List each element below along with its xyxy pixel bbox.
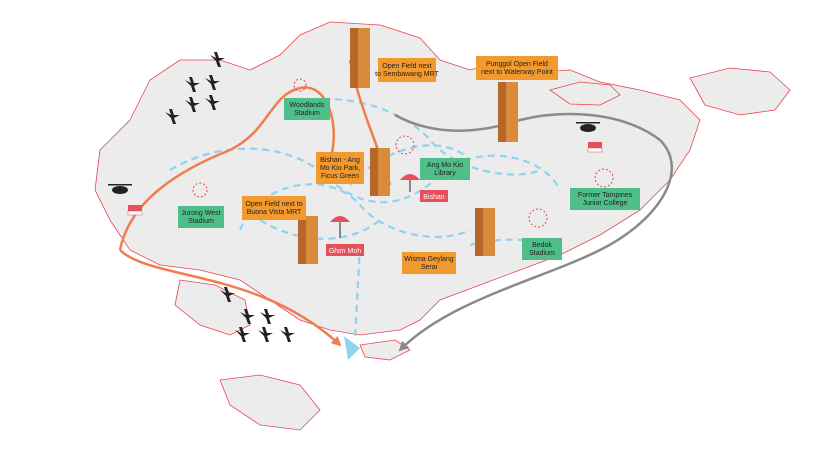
sentosa <box>359 339 411 361</box>
label-ghim-moh-text: Ghim Moh <box>329 248 361 255</box>
fighter-jet-icon <box>210 52 225 67</box>
label-line: Bedok <box>532 242 552 249</box>
firework-icon <box>192 182 208 198</box>
blue-arrow <box>344 336 360 360</box>
hdb-block-icon <box>498 82 518 142</box>
label-line: Ang Mo Kio <box>427 162 463 169</box>
label-line: to Sembawang MRT <box>375 71 439 78</box>
label-line: Open Field next to <box>245 201 302 208</box>
jet-formation-south <box>220 287 295 342</box>
label-line: Wisma Geylang <box>404 256 454 263</box>
grey-flight-path <box>394 112 673 352</box>
fighter-jet-icon <box>220 287 235 302</box>
parachutist-icon <box>330 216 350 238</box>
fighter-jet-icon <box>260 309 275 324</box>
fighter-jet-icon <box>240 309 255 324</box>
firework-icon <box>528 208 548 228</box>
jet-formation-north <box>165 52 225 124</box>
label-line: Open Field next <box>382 63 431 70</box>
flag-icon <box>127 205 143 216</box>
label-line: Ficus Green <box>321 173 359 180</box>
firework-icon <box>293 78 307 92</box>
fighter-jet-icon <box>258 327 273 342</box>
label-bishan: Bishan <box>420 190 448 202</box>
label-line: Stadium <box>529 250 555 257</box>
label-line: Junior College <box>583 200 628 207</box>
pulau-tekong <box>689 67 791 116</box>
label-line: Jurong West <box>181 210 220 217</box>
label-line: Serai <box>421 264 438 271</box>
fighter-jet-icon <box>165 109 180 124</box>
label-line: Bishan - Ang <box>320 157 360 164</box>
label-ghim-moh: Ghim Moh <box>326 244 364 256</box>
fighter-jet-icon <box>185 97 200 112</box>
fighter-jet-icon <box>205 95 220 110</box>
fighter-jet-icon <box>235 327 250 342</box>
fighter-jet-icon <box>205 75 220 90</box>
hdb-block-icon <box>298 216 318 264</box>
helicopter-icon <box>108 184 132 194</box>
fighter-jet-icon <box>280 327 295 342</box>
firework-icon <box>594 168 614 188</box>
label-line: Mo Kio Park, <box>320 165 360 172</box>
label-line: Punggol Open Field <box>486 61 548 68</box>
label-line: Library <box>434 170 456 177</box>
pulau-ubin <box>549 81 621 106</box>
helicopter-icon <box>576 122 600 132</box>
flag-icon <box>587 142 603 153</box>
label-line: next to Waterway Point <box>481 69 553 76</box>
parachutist-icon <box>400 174 420 192</box>
label-line: Former Tampines <box>578 192 633 199</box>
hdb-block-icon <box>370 148 390 196</box>
label-line: Stadium <box>294 110 320 117</box>
fighter-jet-icon <box>185 77 200 92</box>
southern-islands <box>219 374 321 431</box>
firework-icon <box>395 135 415 155</box>
hdb-block-icon <box>475 208 495 256</box>
label-line: Bishan <box>423 194 445 201</box>
label-line: Buona Vista MRT <box>247 209 302 216</box>
label-line: Ghim Moh <box>329 248 361 255</box>
label-bishan-text: Bishan <box>423 194 445 201</box>
hdb-block-icon <box>350 28 370 88</box>
label-line: Stadium <box>188 218 214 225</box>
label-line: Woodlands <box>290 102 325 109</box>
